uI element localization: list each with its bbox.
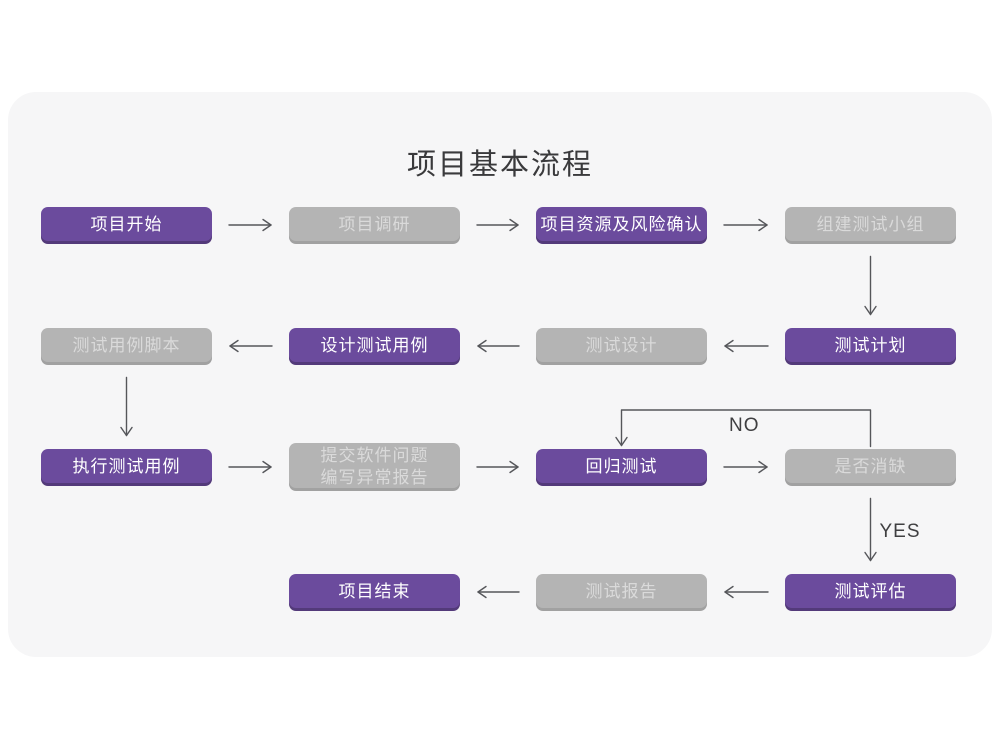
page-title: 项目基本流程 xyxy=(406,149,593,181)
node-build-test-team: 组建测试小组 xyxy=(785,206,956,244)
node-project-start: 项目开始 xyxy=(41,206,212,244)
node-label: 测试评估 xyxy=(834,582,907,601)
edge-label-no: NO xyxy=(729,415,760,436)
node-label: 项目调研 xyxy=(338,215,411,234)
node-label: 回归测试 xyxy=(585,457,658,476)
node-label: 测试用例脚本 xyxy=(72,336,181,355)
node-project-survey: 项目调研 xyxy=(289,206,460,244)
node-test-design: 测试设计 xyxy=(536,327,707,365)
node-label: 项目结束 xyxy=(338,582,411,601)
node-test-plan: 测试计划 xyxy=(785,327,956,365)
node-label: 测试报告 xyxy=(585,582,658,601)
node-test-report: 测试报告 xyxy=(536,573,707,611)
node-defect-resolved: 是否消缺 xyxy=(785,448,956,486)
node-project-end: 项目结束 xyxy=(289,573,460,611)
node-label: 提交软件问题 xyxy=(320,446,429,465)
node-label: 编写异常报告 xyxy=(320,468,429,487)
node-label: 是否消缺 xyxy=(834,457,907,476)
node-test-case-scripts: 测试用例脚本 xyxy=(41,327,212,365)
node-label: 组建测试小组 xyxy=(816,215,925,234)
node-label: 执行测试用例 xyxy=(72,457,181,476)
node-execute-test-cases: 执行测试用例 xyxy=(41,448,212,486)
node-label: 测试计划 xyxy=(834,336,907,355)
node-submit-issues: 提交软件问题编写异常报告 xyxy=(289,443,460,491)
node-label: 测试设计 xyxy=(585,336,658,355)
node-regression-test: 回归测试 xyxy=(536,448,707,486)
node-test-evaluation: 测试评估 xyxy=(785,573,956,611)
flowchart-card xyxy=(8,92,992,657)
edge-label-yes: YES xyxy=(879,520,921,542)
node-label: 项目资源及风险确认 xyxy=(540,215,703,234)
node-label: 项目开始 xyxy=(90,215,163,234)
node-label: 设计测试用例 xyxy=(320,336,429,355)
node-design-test-cases: 设计测试用例 xyxy=(289,327,460,365)
node-resources-risk: 项目资源及风险确认 xyxy=(536,206,707,244)
